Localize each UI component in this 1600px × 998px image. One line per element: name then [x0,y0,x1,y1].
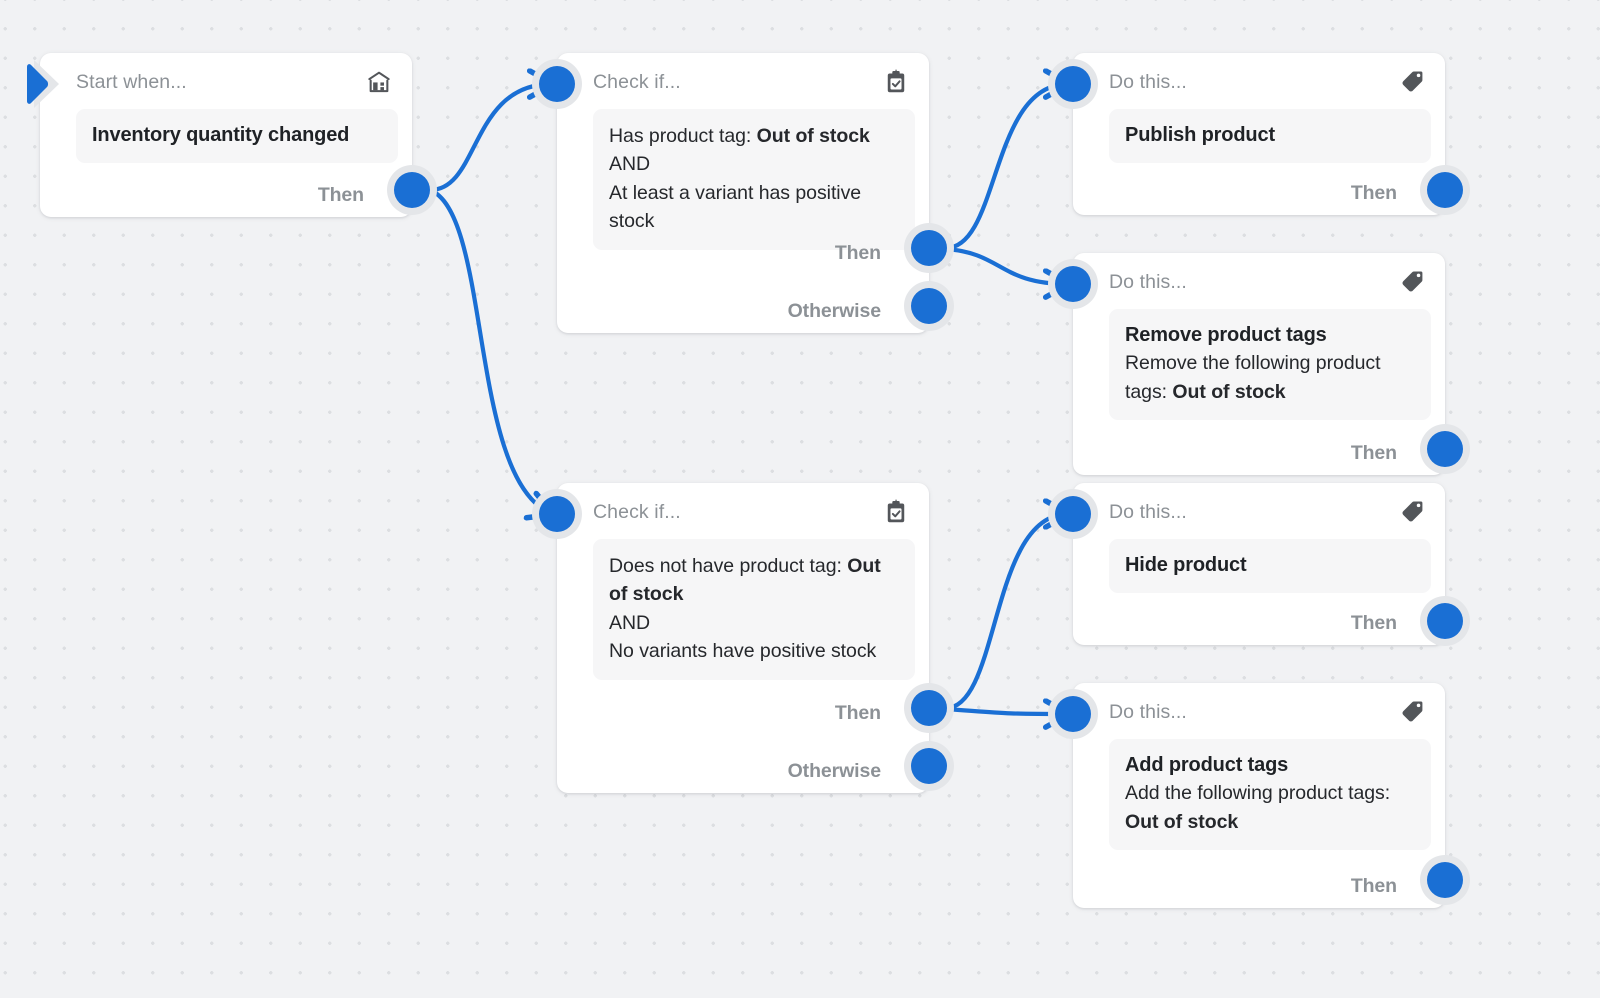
condition-1-line-1-strong: Out of stock [756,125,870,147]
action-card-publish[interactable]: Do this... Publish product Then [1073,53,1445,215]
action-remove-tags-subtitle-strong: Out of stock [1172,380,1286,403]
clipboard-check-icon [887,69,905,93]
action-hide-input-port[interactable] [1048,489,1098,539]
condition-2-line-1-text: Does not have product tag: [609,555,848,577]
condition-1-otherwise-label: Otherwise [787,299,881,322]
condition-1-then-port[interactable] [904,223,954,273]
action-publish-then-port[interactable] [1420,165,1470,215]
action-hide-title: Hide product [1125,554,1247,576]
clipboard-check-icon [887,499,905,523]
wire-condition2-to-hide [943,514,1068,711]
action-remove-tags-kind-label: Do this... [1109,270,1187,293]
action-remove-tags-then-row: Then [1351,431,1407,475]
action-add-tags-header: Do this... [1073,683,1445,727]
action-add-tags-then-port[interactable] [1420,855,1470,905]
tag-icon [1402,71,1423,92]
action-publish-title: Publish product [1125,124,1275,146]
condition-1-otherwise-port[interactable] [904,281,954,331]
action-add-tags-subtitle-text: Add the following product tags: [1125,782,1391,805]
action-remove-tags-body: Remove product tags Remove the following… [1109,309,1431,421]
action-add-tags-kind-label: Do this... [1109,700,1187,723]
condition-1-line-2: AND [609,153,651,176]
condition-1-input-port[interactable] [532,59,582,109]
action-remove-tags-title: Remove product tags [1125,324,1327,346]
condition-2-then-row: Then [835,691,891,735]
action-hide-then-row: Then [1351,601,1407,645]
condition-2-line-1: Does not have product tag: Out of stock [609,552,899,609]
action-card-remove-tags[interactable]: Do this... Remove product tags Remove th… [1073,253,1445,475]
start-marker [22,58,62,110]
action-remove-tags-then-port[interactable] [1420,424,1470,474]
action-card-add-tags[interactable]: Do this... Add product tags Add the foll… [1073,683,1445,908]
action-publish-kind-label: Do this... [1109,70,1187,93]
condition-2-otherwise-port[interactable] [904,741,954,791]
action-remove-tags-input-port[interactable] [1048,259,1098,309]
action-hide-then-label: Then [1350,611,1397,634]
action-publish-then-label: Then [1350,181,1397,204]
condition-1-header: Check if... [557,53,929,97]
condition-1-body: Has product tag: Out of stock AND At lea… [593,109,915,250]
action-add-tags-subtitle: Add the following product tags: Out of s… [1125,779,1415,836]
trigger-card[interactable]: Start when... Inventory quantity changed… [40,53,412,217]
wire-condition1-to-publish [943,84,1068,251]
trigger-card-header: Start when... [40,53,412,97]
action-remove-tags-then-label: Then [1350,441,1397,464]
condition-1-line-1: Has product tag: Out of stock [609,122,899,150]
condition-2-body: Does not have product tag: Out of stock … [593,539,915,680]
tag-icon [1402,271,1423,292]
action-hide-kind-label: Do this... [1109,500,1187,523]
action-add-tags-title: Add product tags [1125,754,1289,776]
condition-2-line-3: No variants have positive stock [609,640,877,663]
condition-card-2[interactable]: Check if... Does not have product tag: O… [557,483,929,793]
condition-2-line-1-strong: Out of stock [609,555,881,606]
action-publish-input-port[interactable] [1048,59,1098,109]
wire-trigger-to-condition2 [427,187,552,514]
wire-trigger-to-condition1 [427,84,552,193]
action-remove-tags-subtitle-text: Remove the following product tags: [1125,352,1381,403]
trigger-body: Inventory quantity changed [76,109,398,164]
condition-2-then-port[interactable] [904,683,954,733]
trigger-kind-label: Start when... [76,70,187,93]
action-card-hide[interactable]: Do this... Hide product Then [1073,483,1445,645]
condition-2-header: Check if... [557,483,929,527]
condition-card-1[interactable]: Check if... Has product tag: Out of stoc… [557,53,929,333]
action-hide-body: Hide product [1109,539,1431,594]
action-remove-tags-header: Do this... [1073,253,1445,297]
action-remove-tags-subtitle: Remove the following product tags: Out o… [1125,349,1415,406]
trigger-title: Inventory quantity changed [92,124,350,146]
action-publish-then-row: Then [1351,171,1407,215]
action-publish-header: Do this... [1073,53,1445,97]
store-icon [368,71,390,93]
action-add-tags-input-port[interactable] [1048,689,1098,739]
action-add-tags-subtitle-strong: Out of stock [1125,810,1239,833]
tag-icon [1402,501,1423,522]
condition-2-input-port[interactable] [532,489,582,539]
action-publish-body: Publish product [1109,109,1431,164]
action-hide-header: Do this... [1073,483,1445,527]
condition-2-line-2: AND [609,611,651,634]
trigger-then-port[interactable] [387,165,437,215]
action-hide-then-port[interactable] [1420,596,1470,646]
condition-2-otherwise-row: Otherwise [788,749,891,793]
condition-1-line-3: At least a variant has positive stock [609,181,862,233]
condition-1-kind-label: Check if... [593,70,681,93]
action-add-tags-then-label: Then [1350,874,1397,897]
trigger-then-row: Then [318,173,374,217]
condition-2-then-label: Then [834,701,881,724]
condition-1-line-1-text: Has product tag: [609,125,757,147]
condition-1-then-row: Then [835,231,891,275]
condition-2-otherwise-label: Otherwise [787,759,881,782]
action-add-tags-then-row: Then [1351,864,1407,908]
condition-1-then-label: Then [834,241,881,264]
action-add-tags-body: Add product tags Add the following produ… [1109,739,1431,851]
condition-1-otherwise-row: Otherwise [788,289,891,333]
trigger-then-label: Then [317,183,364,206]
condition-2-kind-label: Check if... [593,500,681,523]
tag-icon [1402,701,1423,722]
